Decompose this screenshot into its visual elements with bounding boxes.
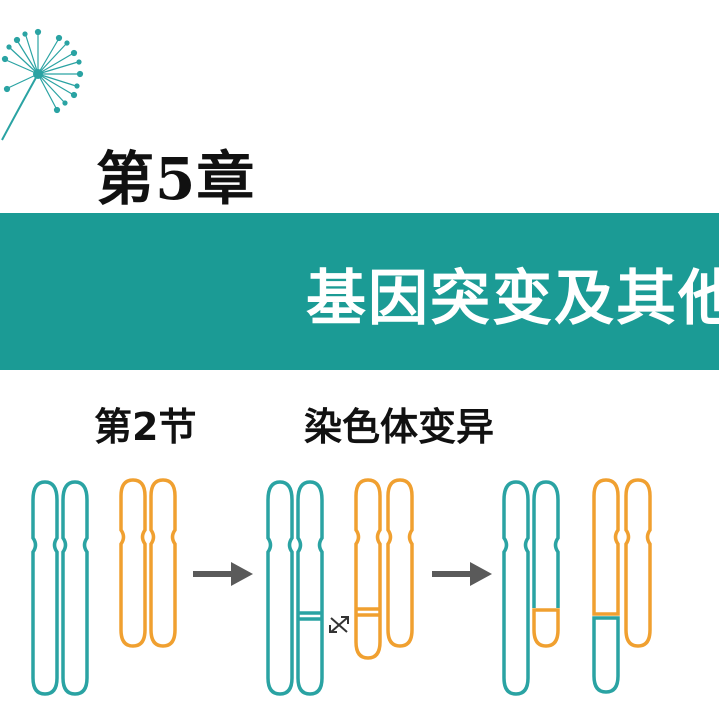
section-title: 染色体变异 — [304, 405, 495, 449]
banner-title: 基因突变及其他 — [306, 264, 719, 334]
chromosome-teal-pair-2 — [266, 480, 324, 696]
section-number: 第2节 — [94, 405, 197, 449]
exchange-icon — [329, 616, 349, 633]
arrow-right-icon — [432, 562, 492, 586]
chromosome-teal-pair-3 — [502, 480, 560, 696]
chromosome-orange-pair-1 — [119, 478, 177, 648]
title-banner — [0, 213, 719, 370]
arrow-right-icon — [193, 562, 253, 586]
chromosome-orange-pair-3 — [592, 478, 652, 694]
chapter-label: 第5章 — [96, 145, 256, 213]
dandelion-icon — [1, 28, 84, 141]
chromosome-orange-pair-2 — [354, 478, 414, 660]
chromosome-teal-pair-1 — [31, 480, 89, 696]
